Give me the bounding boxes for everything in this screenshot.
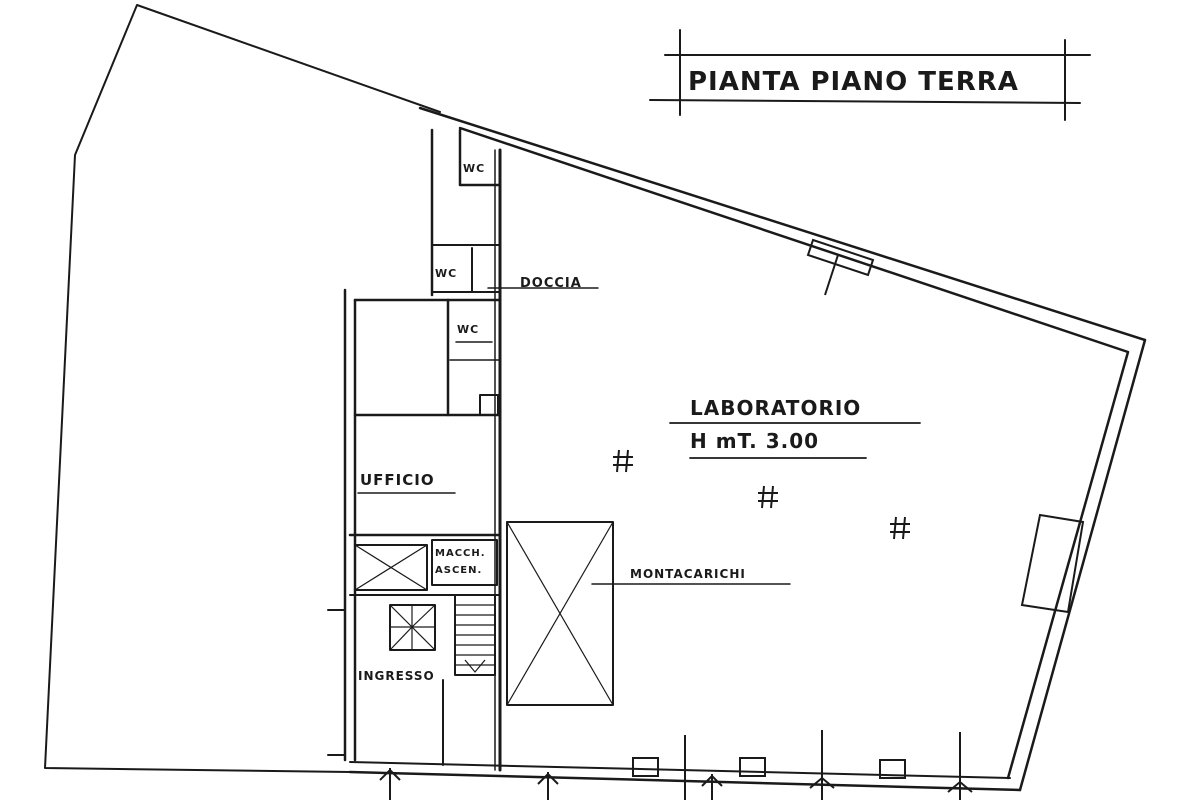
wc-label-3: WC (457, 323, 479, 336)
ingresso-label: INGRESSO (358, 669, 435, 683)
wc-label-1: WC (463, 162, 485, 175)
plan-title: PIANTA PIANO TERRA (688, 67, 1019, 97)
lot-boundary (44, 4, 441, 773)
entrance-arrows (379, 730, 973, 800)
goods-lift (506, 521, 791, 706)
title-block: PIANTA PIANO TERRA (649, 29, 1091, 121)
column-markers (613, 449, 910, 540)
macch-ascen-label-2: ASCEN. (435, 565, 482, 576)
laboratorio-label: LABORATORIO (690, 396, 861, 420)
laboratorio-height: H mT. 3.00 (690, 429, 819, 453)
ufficio-label: UFFICIO (360, 471, 435, 489)
macch-ascen-label-1: MACCH. (435, 548, 486, 559)
windows (632, 238, 1085, 779)
wc-label-2: WC (435, 267, 457, 280)
montacarichi-label: MONTACARICHI (630, 567, 746, 581)
